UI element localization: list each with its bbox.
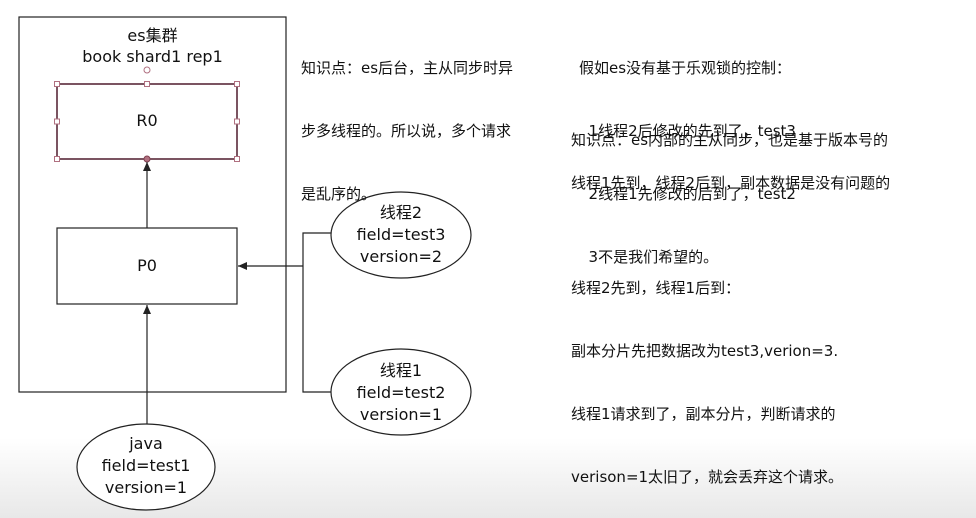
- cluster-title-block: es集群 book shard1 rep1: [19, 25, 286, 67]
- thread2-label: 线程2 field=test3 version=2: [356, 203, 446, 266]
- java-ellipse[interactable]: [76, 423, 216, 511]
- note-top-left: 知识点：es后台，主从同步时异 步多线程的。所以说，多个请求 是乱序的。: [301, 59, 514, 203]
- thread1-ellipse[interactable]: [330, 348, 472, 436]
- note-case1: 线程1先到，线程2后到，副本数据是没有问题的: [571, 174, 891, 192]
- connector-threads: [302, 232, 331, 393]
- note-knowledge: 知识点：es内部的主从同步，也是基于版本号的: [571, 131, 889, 149]
- replica-label: R0: [136, 111, 158, 130]
- connection-point: [143, 155, 151, 163]
- note-top-right: 假如es没有基于乐观锁的控制： 1线程2后修改的先到了，test3 2线程1先修…: [579, 59, 796, 266]
- thread1-label: 线程1 field=test2 version=1: [356, 361, 446, 424]
- thread2-ellipse[interactable]: [330, 191, 472, 279]
- cluster-subtitle: book shard1 rep1: [82, 47, 223, 66]
- cluster-box: [18, 16, 287, 393]
- note-case2: 线程2先到，线程1后到： 副本分片先把数据改为test3,verion=3. 线…: [571, 279, 844, 486]
- primary-box[interactable]: [56, 227, 238, 305]
- cluster-title: es集群: [127, 26, 178, 45]
- selection-handles[interactable]: [54, 66, 240, 162]
- primary-label: P0: [137, 256, 157, 275]
- java-label: java field=test1 version=1: [101, 434, 191, 497]
